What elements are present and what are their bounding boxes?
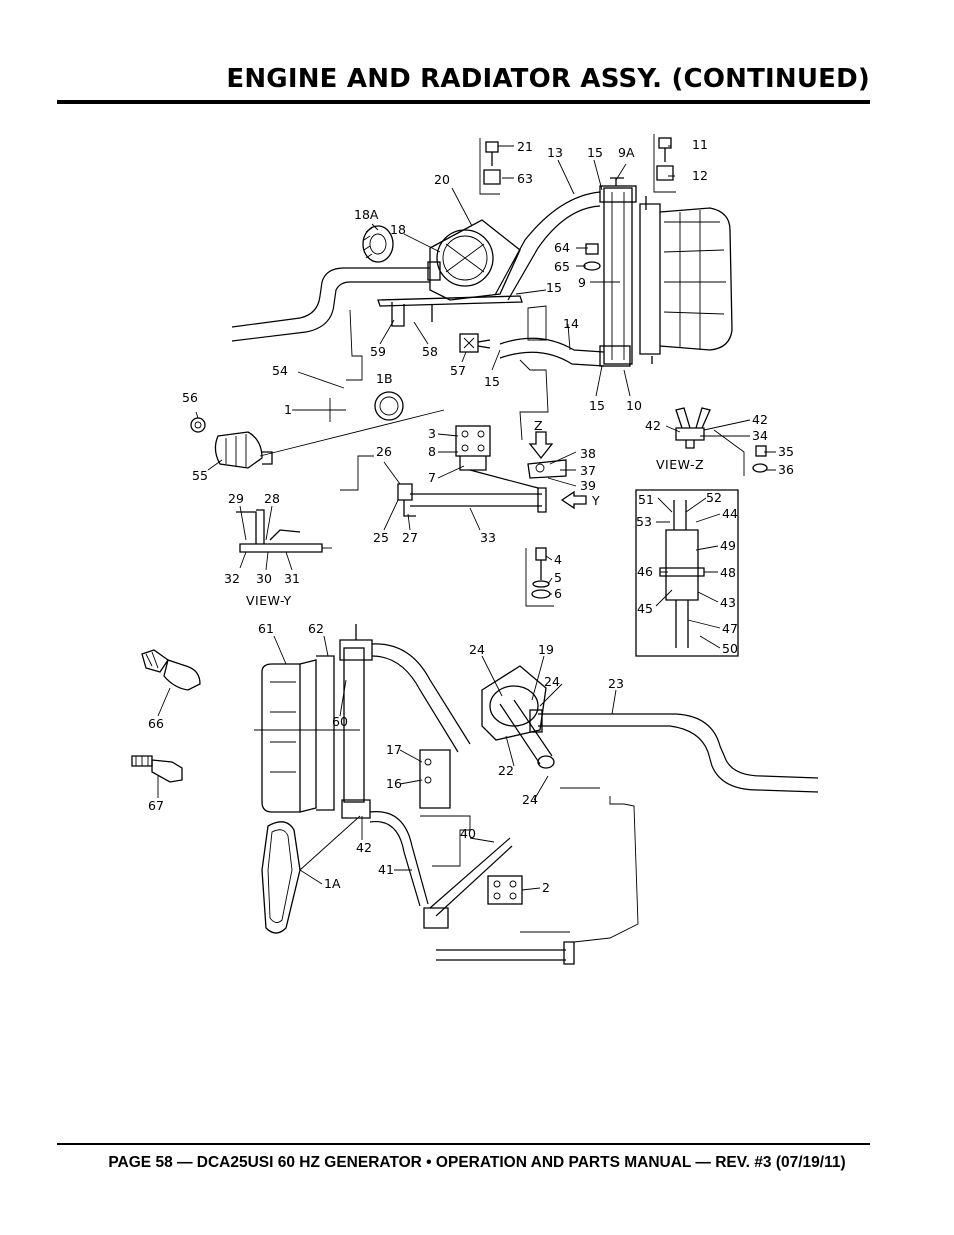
header-rule — [57, 100, 870, 104]
callout-67: 67 — [148, 798, 164, 813]
callout-29: 29 — [228, 491, 244, 506]
callout-3: 3 — [428, 426, 436, 441]
callout-15: 15 — [587, 145, 603, 160]
callout-49: 49 — [720, 538, 736, 553]
callout-61: 61 — [258, 621, 274, 636]
callout-38: 38 — [580, 446, 596, 461]
callout-35: 35 — [778, 444, 794, 459]
callout-56: 56 — [182, 390, 198, 405]
callout-66: 66 — [148, 716, 164, 731]
callout-31: 31 — [284, 571, 300, 586]
callout-1a: 1A — [324, 876, 341, 891]
callout-42-viewz: 42 — [645, 418, 661, 433]
callout-45: 45 — [637, 601, 653, 616]
callout-18a: 18A — [354, 207, 379, 222]
callout-39: 39 — [580, 478, 596, 493]
callout-36: 36 — [778, 462, 794, 477]
callout-42-lower: 42 — [356, 840, 372, 855]
callout-10: 10 — [626, 398, 642, 413]
callout-14: 14 — [563, 316, 579, 331]
callout-62: 62 — [308, 621, 324, 636]
callout-6: 6 — [554, 586, 562, 601]
callout-59: 59 — [370, 344, 386, 359]
callout-34: 34 — [752, 428, 768, 443]
callout-24-a: 24 — [469, 642, 485, 657]
arrow-y-label: Y — [591, 493, 600, 508]
callout-15-d: 15 — [589, 398, 605, 413]
callout-19: 19 — [538, 642, 554, 657]
callout-21: 21 — [517, 139, 533, 154]
callout-15-c: 15 — [484, 374, 500, 389]
view-y-label: VIEW-Y — [246, 593, 292, 608]
callout-44: 44 — [722, 506, 738, 521]
callout-17: 17 — [386, 742, 402, 757]
callout-7: 7 — [428, 470, 436, 485]
callout-63: 63 — [517, 171, 533, 186]
callout-1b: 1B — [376, 371, 393, 386]
callout-55: 55 — [192, 468, 208, 483]
callout-37: 37 — [580, 463, 596, 478]
callout-58: 58 — [422, 344, 438, 359]
callout-30: 30 — [256, 571, 272, 586]
callout-28: 28 — [264, 491, 280, 506]
page-title: ENGINE AND RADIATOR ASSY. (CONTINUED) — [226, 64, 870, 94]
callout-24-b: 24 — [544, 674, 560, 689]
callout-18: 18 — [390, 222, 406, 237]
callout-60: 60 — [332, 714, 348, 729]
callout-41: 41 — [378, 862, 394, 877]
callout-13: 13 — [547, 145, 563, 160]
callout-50: 50 — [722, 641, 738, 656]
callout-40: 40 — [460, 826, 476, 841]
callout-25: 25 — [373, 530, 389, 545]
callout-53: 53 — [636, 514, 652, 529]
callout-1: 1 — [284, 402, 292, 417]
callout-16: 16 — [386, 776, 402, 791]
callout-54: 54 — [272, 363, 288, 378]
page-footer: PAGE 58 — DCA25USI 60 HZ GENERATOR • OPE… — [108, 1154, 846, 1171]
callout-64: 64 — [554, 240, 570, 255]
callout-57: 57 — [450, 363, 466, 378]
callout-4: 4 — [554, 552, 562, 567]
callout-42-viewz-b: 42 — [752, 412, 768, 427]
callout-24-c: 24 — [522, 792, 538, 807]
callout-23: 23 — [608, 676, 624, 691]
callout-33: 33 — [480, 530, 496, 545]
leader-lines — [157, 145, 776, 891]
callout-12: 12 — [692, 168, 708, 183]
callout-52: 52 — [706, 490, 722, 505]
callout-20: 20 — [434, 172, 450, 187]
callout-11: 11 — [692, 137, 708, 152]
callout-65: 65 — [554, 259, 570, 274]
diagram-drawing — [131, 134, 819, 965]
callout-15-b: 15 — [546, 280, 562, 295]
callout-46: 46 — [637, 564, 653, 579]
callout-9a: 9A — [618, 145, 635, 160]
callout-8: 8 — [428, 444, 436, 459]
view-z-label: VIEW-Z — [656, 457, 704, 472]
arrow-z-label: Z — [534, 418, 543, 433]
part-callouts: 21 63 13 15 9A 11 12 20 18A 18 64 65 9 1… — [148, 137, 794, 895]
footer-rule — [57, 1143, 870, 1145]
callout-27: 27 — [402, 530, 418, 545]
callout-9: 9 — [578, 275, 586, 290]
callout-5: 5 — [554, 570, 562, 585]
callout-32: 32 — [224, 571, 240, 586]
callout-43: 43 — [720, 595, 736, 610]
callout-51: 51 — [638, 492, 654, 507]
callout-48: 48 — [720, 565, 736, 580]
callout-47: 47 — [722, 621, 738, 636]
callout-2: 2 — [542, 880, 550, 895]
callout-26: 26 — [376, 444, 392, 459]
callout-22: 22 — [498, 763, 514, 778]
